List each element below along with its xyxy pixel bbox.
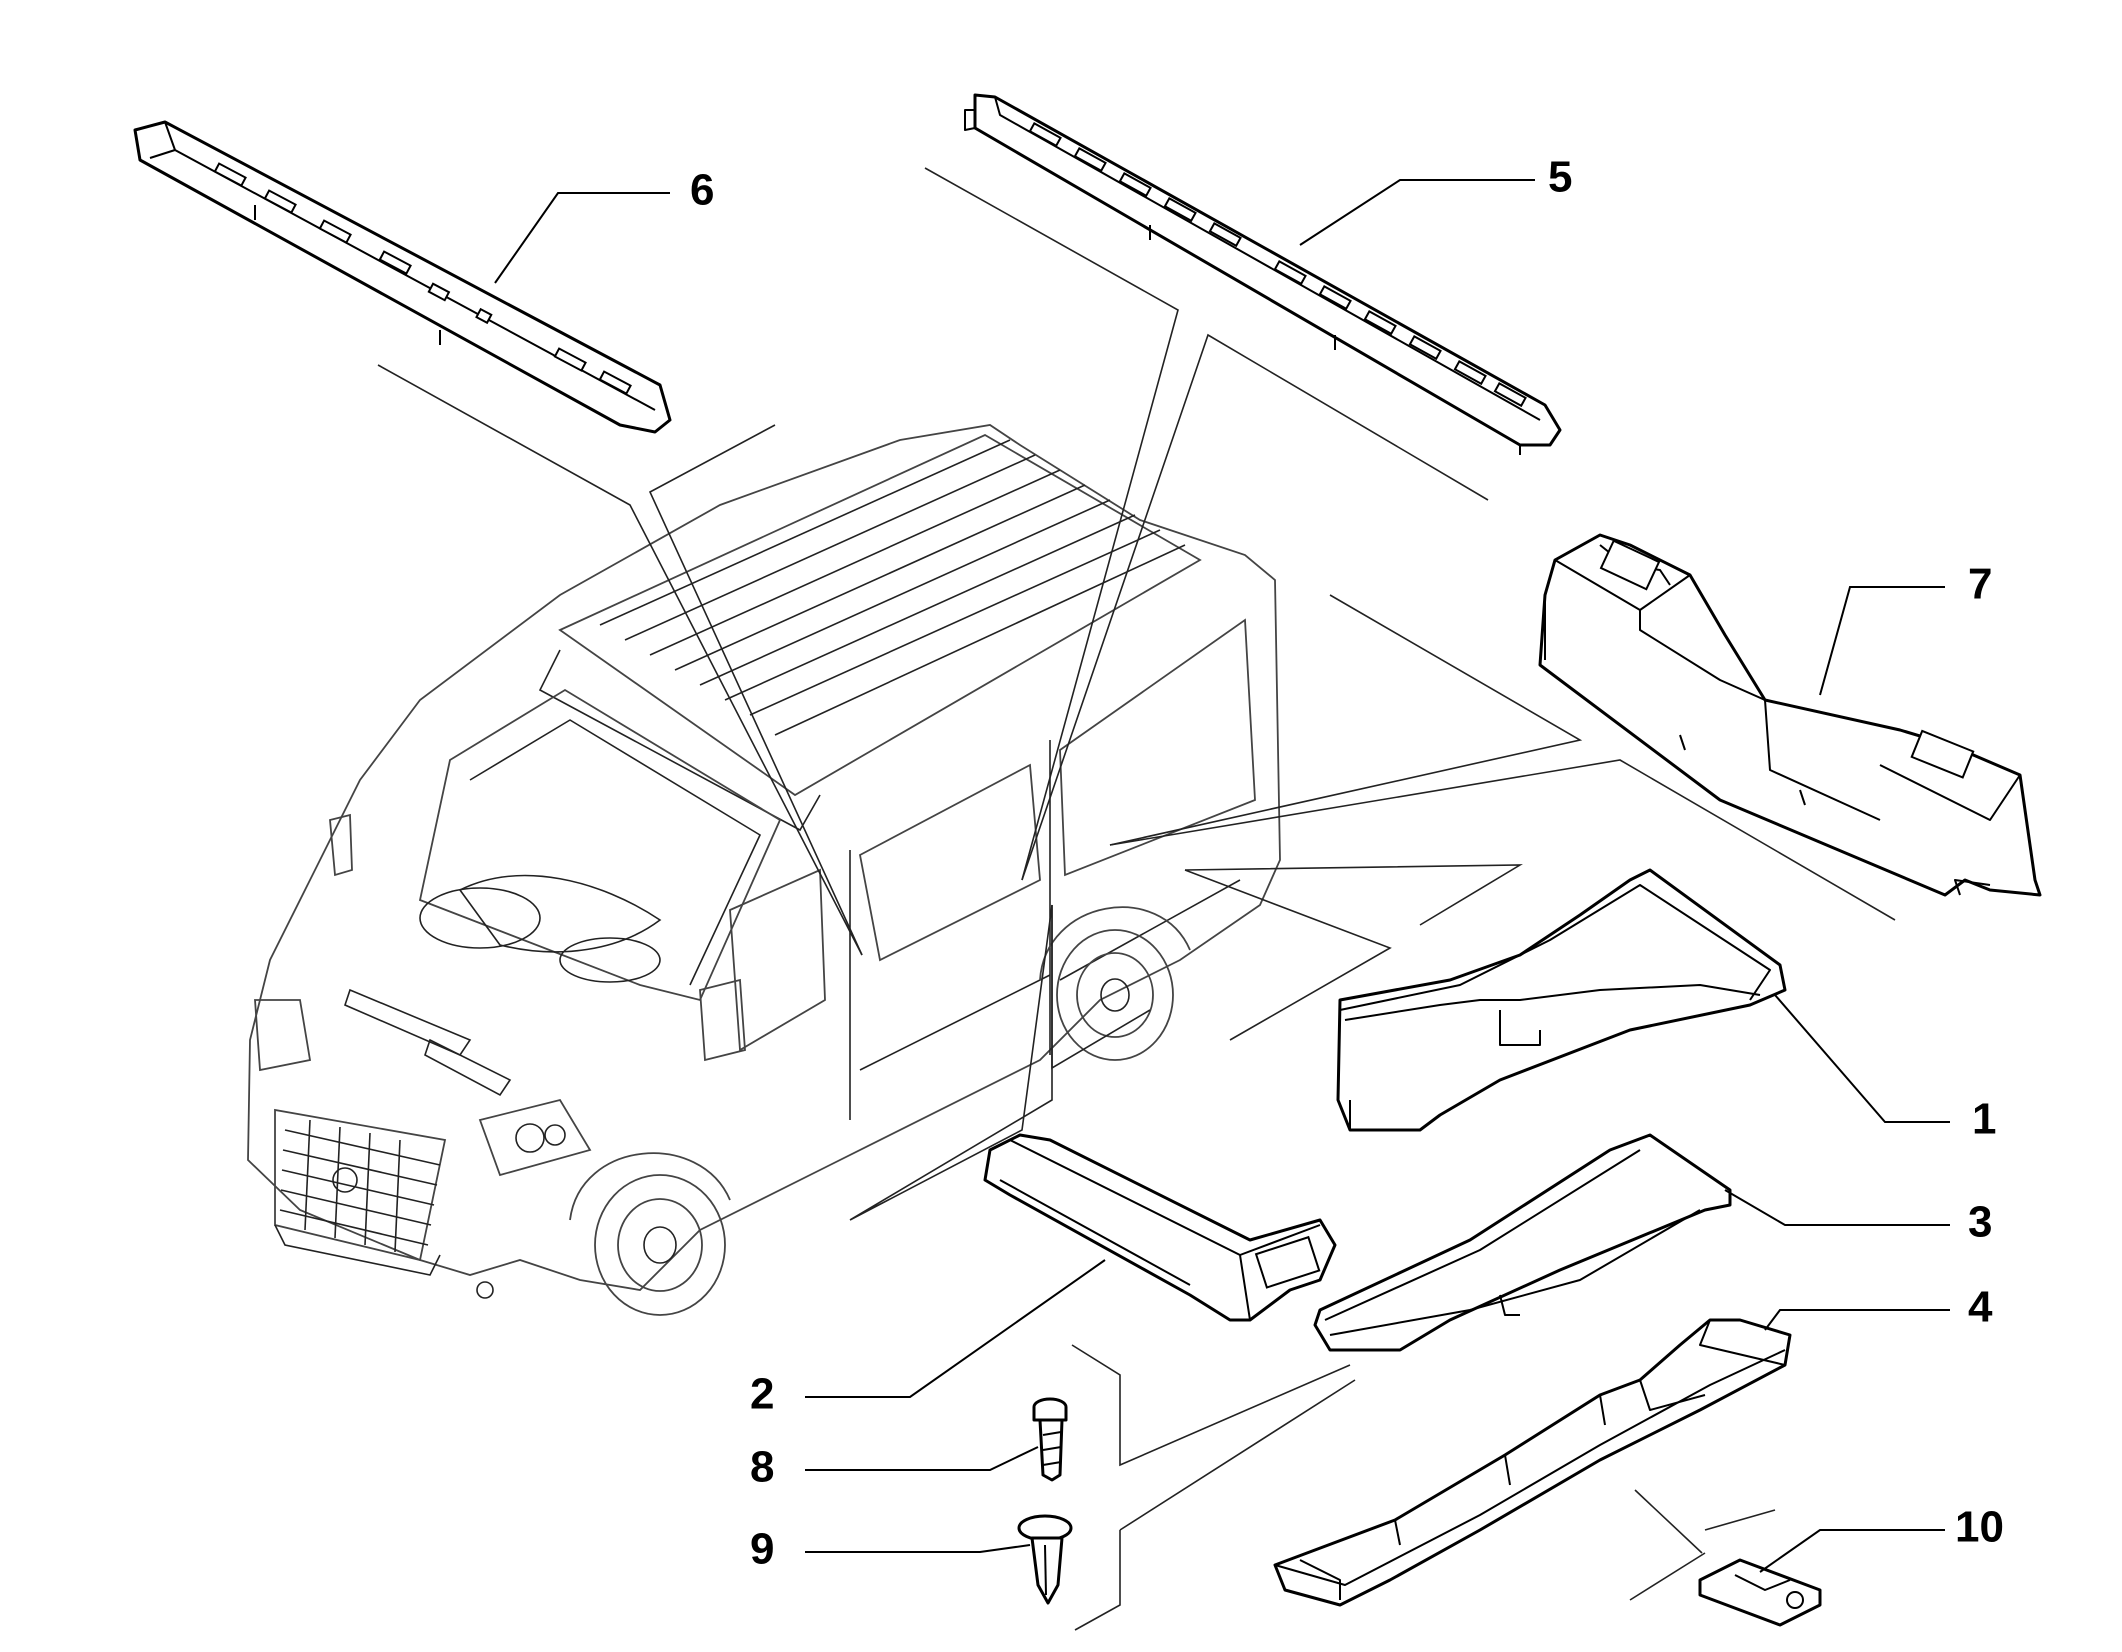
callout-10: 10 bbox=[1955, 1503, 2004, 1552]
callout-1: 1 bbox=[1972, 1095, 1996, 1144]
leader-7 bbox=[1819, 586, 1945, 696]
leader-3 bbox=[1724, 1189, 1950, 1226]
part-6-roof-air-duct-left bbox=[133, 120, 672, 434]
front-wheel bbox=[569, 1152, 731, 1316]
roof-ribs bbox=[538, 439, 1186, 832]
leader-2 bbox=[805, 1259, 1106, 1398]
part-1-side-air-duct bbox=[1336, 868, 1787, 1132]
van-illustration bbox=[247, 424, 1281, 1316]
guide-lines bbox=[377, 167, 1896, 1631]
callout-2: 2 bbox=[750, 1370, 774, 1419]
leader-4 bbox=[1764, 1309, 1950, 1331]
callout-9: 9 bbox=[750, 1525, 774, 1574]
part-5-roof-air-duct-right bbox=[964, 93, 1562, 455]
callout-8: 8 bbox=[750, 1443, 774, 1492]
leader-5 bbox=[1299, 179, 1535, 246]
leader-lines bbox=[494, 179, 1950, 1573]
leader-8 bbox=[805, 1446, 1039, 1471]
leader-6 bbox=[494, 192, 670, 284]
leader-1 bbox=[1774, 994, 1950, 1123]
rear-wheel bbox=[1039, 906, 1191, 1061]
callout-numbers: 6 5 7 1 3 4 2 8 9 10 bbox=[690, 153, 2004, 1574]
callout-5: 5 bbox=[1548, 153, 1572, 202]
part-8-screw bbox=[1032, 1397, 1068, 1482]
callout-6: 6 bbox=[690, 166, 714, 215]
callout-3: 3 bbox=[1968, 1198, 1992, 1247]
part-6-vents bbox=[213, 162, 632, 395]
leader-9 bbox=[805, 1544, 1031, 1553]
callout-7: 7 bbox=[1968, 560, 1992, 609]
part-7-center-floor-duct bbox=[1538, 533, 2042, 897]
part-4-floor-channel bbox=[1273, 1318, 1792, 1607]
part-3-long-floor-duct bbox=[1313, 1133, 1732, 1352]
part-9-push-clip bbox=[1017, 1514, 1073, 1605]
part-5-vents bbox=[1028, 121, 1527, 408]
leader-10 bbox=[1759, 1529, 1945, 1573]
part-10-retaining-clip bbox=[1698, 1558, 1822, 1627]
callout-4: 4 bbox=[1968, 1283, 1993, 1332]
grille-bars bbox=[279, 1119, 441, 1253]
part-2-front-air-duct bbox=[983, 1133, 1337, 1322]
